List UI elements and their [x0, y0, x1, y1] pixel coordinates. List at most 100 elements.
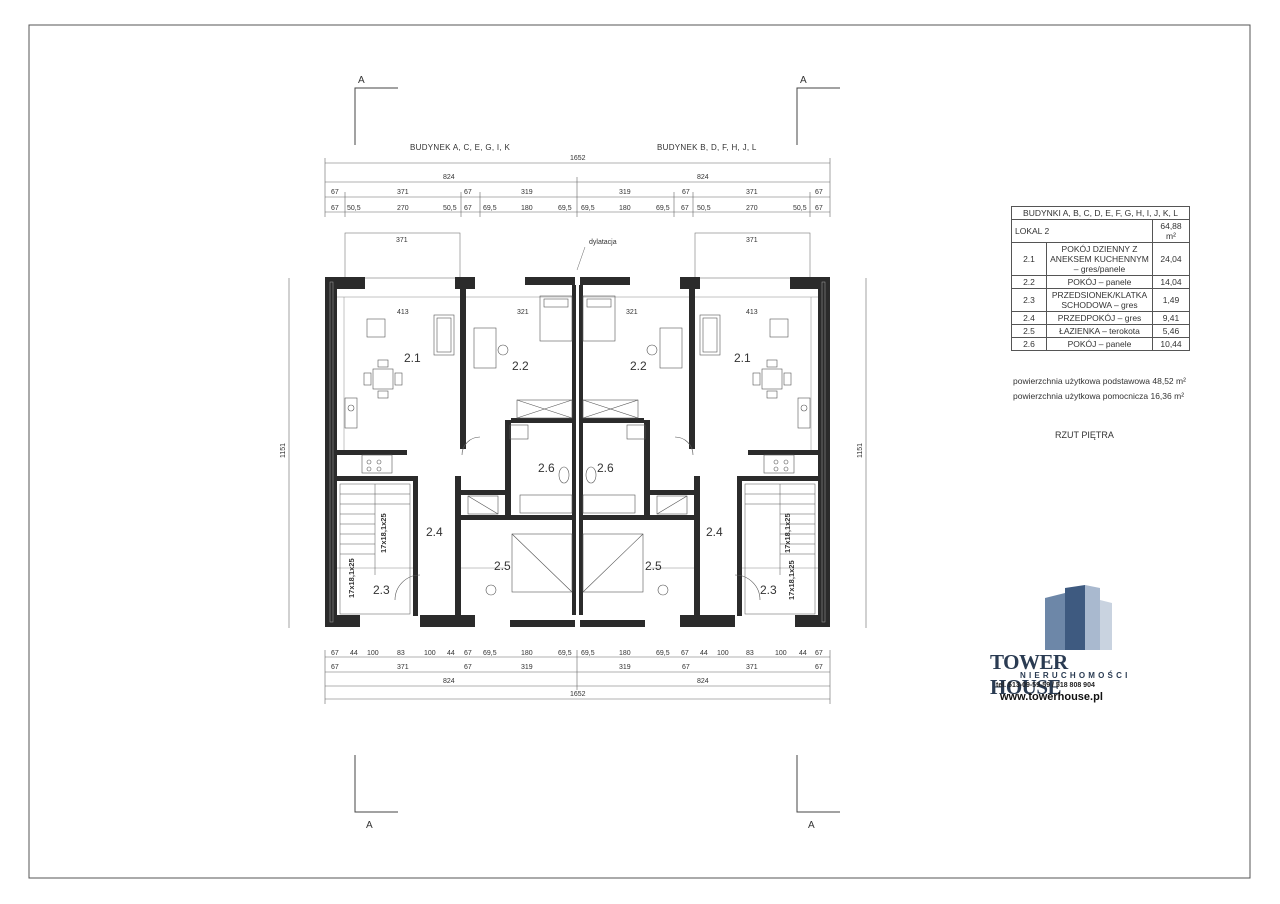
- svg-text:69,5: 69,5: [483, 650, 497, 657]
- svg-text:270: 270: [746, 205, 758, 212]
- stairs-label-left-2: 17x18,1x25: [347, 558, 356, 598]
- stairs-label-left: 17x18,1x25: [379, 513, 388, 553]
- dim-inner-1: 413: [397, 309, 409, 316]
- svg-text:180: 180: [619, 650, 631, 657]
- svg-text:50,5: 50,5: [443, 205, 457, 212]
- table-row: 2.1 POKÓJ DZIENNY Z ANEKSEM KUCHENNYM – …: [1011, 242, 1190, 276]
- dim-inner-4: 413: [746, 309, 758, 316]
- section-mark-tr: A: [800, 75, 807, 86]
- svg-text:67: 67: [681, 650, 689, 657]
- svg-text:83: 83: [397, 650, 405, 657]
- window-width-left: 371: [396, 237, 408, 244]
- area-table: BUDYNKI A, B, C, D, E, F, G, H, I, J, K,…: [1011, 206, 1190, 351]
- svg-text:180: 180: [619, 205, 631, 212]
- dim-total-bottom: 1652: [570, 691, 586, 698]
- room-2-6-right: 2.6: [597, 461, 614, 475]
- svg-text:69,5: 69,5: [656, 205, 670, 212]
- section-marks: [354, 87, 840, 813]
- wall-insulation: [329, 281, 826, 623]
- svg-text:371: 371: [397, 664, 409, 671]
- dim-inner-2: 321: [517, 309, 529, 316]
- bottom-dimensions: [324, 650, 831, 704]
- svg-text:100: 100: [717, 650, 729, 657]
- building-right-label: BUDYNEK B, D, F, H, J, L: [657, 143, 757, 152]
- svg-text:371: 371: [746, 664, 758, 671]
- building-left-label: BUDYNEK A, C, E, G, I, K: [410, 143, 510, 152]
- dim-total-top: 1652: [570, 155, 586, 162]
- svg-text:83: 83: [746, 650, 754, 657]
- stairs-label-right: 17x18,1x25: [783, 513, 792, 553]
- room-2-1-right: 2.1: [734, 351, 751, 365]
- table-header: BUDYNKI A, B, C, D, E, F, G, H, I, J, K,…: [1011, 206, 1190, 220]
- svg-text:100: 100: [775, 650, 787, 657]
- section-mark-br: A: [808, 820, 815, 831]
- svg-text:50,5: 50,5: [793, 205, 807, 212]
- table-row: 2.6 POKÓJ – panele 10,44: [1011, 337, 1190, 351]
- svg-text:371: 371: [397, 189, 409, 196]
- dim-half-top-right: 824: [697, 174, 709, 181]
- room-2-3-left: 2.3: [373, 583, 390, 597]
- svg-text:69,5: 69,5: [558, 205, 572, 212]
- tower-house-logo[interactable]: TOWER HOUSE NIERUCHOMOŚCI tel. 513-09-59…: [990, 585, 1140, 710]
- dim-row3: 67 50,5 270 50,5 67 69,5 180 69,5 69,5 1…: [331, 205, 823, 212]
- table-row: 2.4 PRZEDPOKÓJ – gres 9,41: [1011, 311, 1190, 325]
- svg-text:67: 67: [464, 664, 472, 671]
- table-row: 2.3 PRZEDSIONEK/KLATKA SCHODOWA – gres 1…: [1011, 288, 1190, 312]
- room-2-5-right: 2.5: [645, 559, 662, 573]
- svg-text:69,5: 69,5: [581, 650, 595, 657]
- inner-lines: [337, 296, 818, 569]
- dim-height-left: 1151: [280, 443, 287, 458]
- tower-house-logo-graphic: [1045, 585, 1112, 650]
- svg-text:67: 67: [331, 189, 339, 196]
- svg-text:67: 67: [464, 650, 472, 657]
- table-row: 2.5 ŁAZIENKA – terokota 5,46: [1011, 324, 1190, 338]
- furniture: [344, 295, 811, 601]
- dim-half-top-left: 824: [443, 174, 455, 181]
- svg-text:67: 67: [331, 205, 339, 212]
- room-2-3-right: 2.3: [760, 583, 777, 597]
- dim-bottom-row1: 67 44 100 83 100 44 67 69,5 180 69,5 69,…: [331, 650, 823, 657]
- svg-text:44: 44: [700, 650, 708, 657]
- logo-subtitle: NIERUCHOMOŚCI: [1020, 671, 1131, 680]
- svg-text:69,5: 69,5: [558, 650, 572, 657]
- svg-text:44: 44: [350, 650, 358, 657]
- dim-half-bottom-right: 824: [697, 678, 709, 685]
- window-width-right: 371: [746, 237, 758, 244]
- svg-text:44: 44: [447, 650, 455, 657]
- svg-text:69,5: 69,5: [656, 650, 670, 657]
- plan-title: RZUT PIĘTRA: [1055, 430, 1114, 440]
- dim-height-right: 1151: [857, 443, 864, 458]
- unit-area: 64,88 m²: [1152, 219, 1190, 243]
- logo-website-link[interactable]: www.towerhouse.pl: [1000, 691, 1103, 703]
- area-aux: powierzchnia użytkowa pomocnicza 16,36 m…: [1013, 391, 1185, 401]
- balcony-outlines: [344, 232, 811, 279]
- room-2-2-right: 2.2: [630, 359, 647, 373]
- svg-text:100: 100: [424, 650, 436, 657]
- svg-text:319: 319: [521, 189, 533, 196]
- logo-title: TOWER HOUSE: [990, 650, 1068, 699]
- logo-phone: tel. 513-09-59-59 / 518 808 904: [996, 682, 1095, 689]
- section-mark-tl: A: [358, 75, 365, 86]
- svg-text:100: 100: [367, 650, 379, 657]
- svg-text:180: 180: [521, 650, 533, 657]
- dim-half-bottom-left: 824: [443, 678, 455, 685]
- dim-row2: 67 371 67 319 319 67 371 67: [331, 189, 823, 196]
- svg-text:50,5: 50,5: [697, 205, 711, 212]
- svg-text:67: 67: [681, 205, 689, 212]
- dim-inner-3: 321: [626, 309, 638, 316]
- room-2-4-left: 2.4: [426, 525, 443, 539]
- room-2-6-left: 2.6: [538, 461, 555, 475]
- svg-text:50,5: 50,5: [347, 205, 361, 212]
- section-mark-bl: A: [366, 820, 373, 831]
- svg-text:67: 67: [682, 189, 690, 196]
- svg-text:69,5: 69,5: [483, 205, 497, 212]
- svg-text:67: 67: [464, 189, 472, 196]
- svg-text:319: 319: [619, 189, 631, 196]
- room-2-1-left: 2.1: [404, 351, 421, 365]
- sheet-frame: [28, 24, 1251, 879]
- top-dimensions: [324, 158, 831, 217]
- dim-bottom-row2: 67 371 67 319 319 67 371 67: [331, 664, 823, 671]
- svg-text:270: 270: [397, 205, 409, 212]
- svg-text:319: 319: [521, 664, 533, 671]
